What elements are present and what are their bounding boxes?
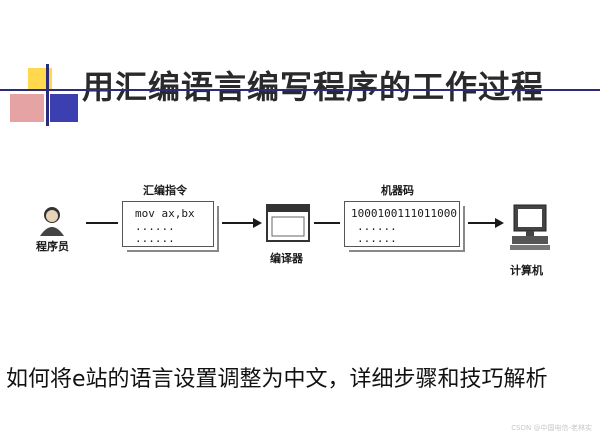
arrow-asm-to-assembler — [222, 222, 254, 224]
programmer-label: 程序员 — [36, 240, 69, 253]
watermark: CSDN @中国电信-老林实 — [511, 424, 592, 432]
arrow-assembler-to-machine — [314, 222, 340, 224]
slide-title: 用汇编语言编写程序的工作过程 — [82, 68, 545, 106]
asm-label: 汇编指令 — [143, 184, 187, 197]
asm-line-3: ...... — [135, 232, 175, 245]
arrowhead-asm — [253, 218, 262, 228]
computer-icon — [508, 204, 552, 252]
arrowhead-machine — [495, 218, 504, 228]
arrow-programmer-to-asm — [86, 222, 118, 224]
assembler-label: 编译器 — [270, 252, 303, 265]
title-decoration — [0, 58, 110, 128]
window-icon — [266, 204, 310, 242]
machine-code-label: 机器码 — [381, 184, 414, 197]
computer-label: 计算机 — [510, 264, 543, 277]
workflow-diagram: 程序员 汇编指令 mov ax,bx ...... ...... 编译器 机器码 — [0, 170, 600, 320]
asm-code-box: mov ax,bx ...... ...... — [122, 201, 219, 252]
machine-line-1: 1000100111011000 — [351, 207, 457, 220]
slide-header: 用汇编语言编写程序的工作过程 — [0, 58, 600, 128]
asm-line-2: ...... — [135, 220, 175, 233]
arrow-machine-to-computer — [468, 222, 496, 224]
machine-line-3: ...... — [357, 232, 397, 245]
deco-red-square — [10, 94, 44, 122]
article-caption: 如何将e站的语言设置调整为中文，详细步骤和技巧解析 — [6, 367, 548, 392]
deco-vertical-line — [46, 64, 49, 126]
asm-line-1: mov ax,bx — [135, 207, 195, 220]
machine-line-2: ...... — [357, 220, 397, 233]
person-icon — [36, 204, 68, 236]
machine-code-box: 1000100111011000 ...... ...... — [344, 201, 465, 252]
deco-blue-square — [50, 94, 78, 122]
